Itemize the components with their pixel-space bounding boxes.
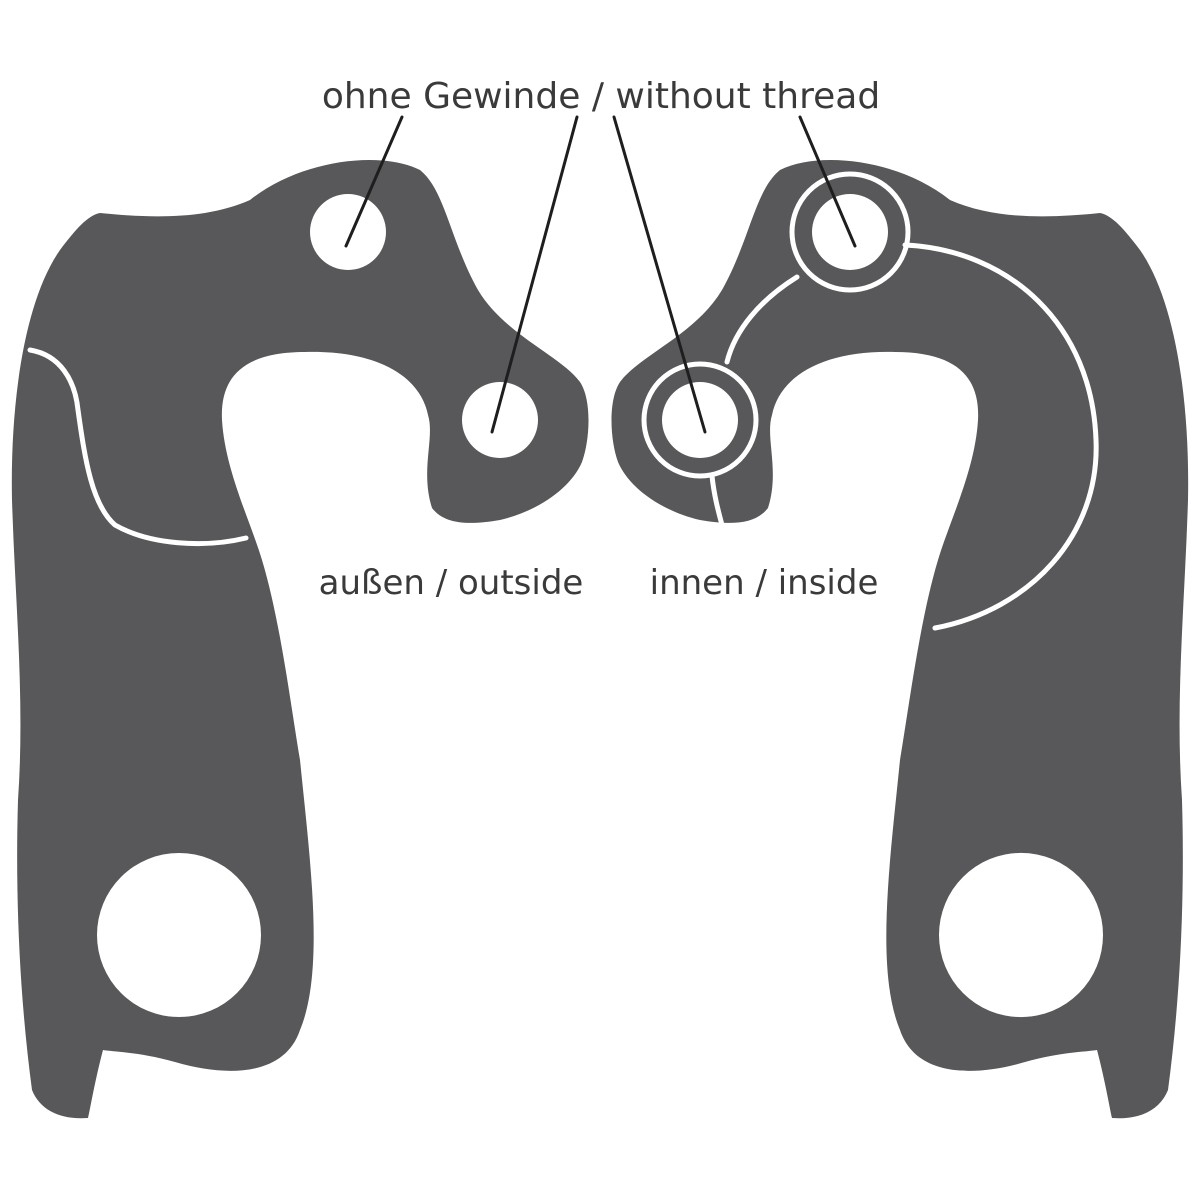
leader-line-inside-upper [798, 115, 857, 248]
hanger-outside-shape [11, 160, 589, 1119]
hanger-outside-view [11, 160, 589, 1119]
hanger-inside-rim-arc [902, 242, 1099, 631]
hanger-inside-shape [611, 160, 1189, 1119]
hanger-inside-lower-boss-ring [641, 361, 759, 479]
hanger-inside-connector-line [724, 274, 800, 365]
hanger-inside-view [611, 160, 1189, 1119]
hanger-outside-contour-line [27, 347, 249, 547]
hanger-inside-lower-seam-line [709, 473, 725, 528]
callout-title: ohne Gewinde / without thread [322, 76, 880, 117]
leader-line-outside-upper [344, 115, 404, 248]
outside-view-label: außen / outside [319, 563, 584, 603]
callout-leader-lines [344, 115, 857, 434]
inside-view-label: innen / inside [650, 563, 879, 603]
leader-line-outside-lower [490, 115, 579, 434]
hanger-inside-upper-boss-ring [789, 171, 911, 293]
leader-line-inside-lower [612, 115, 707, 434]
